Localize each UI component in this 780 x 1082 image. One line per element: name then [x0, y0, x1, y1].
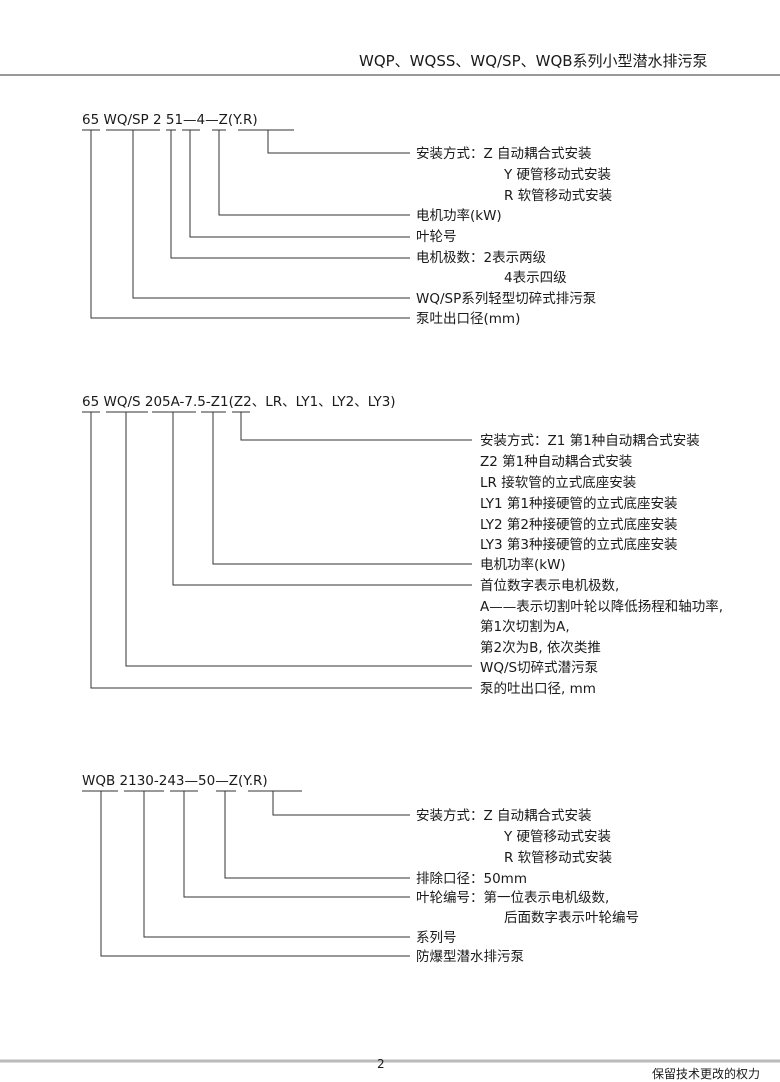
- s2-item-4: LY2 第2种接硬管的立式底座安装: [480, 517, 678, 533]
- s2-item-3: LY1 第1种接硬管的立式底座安装: [480, 496, 678, 512]
- page-number: 2: [377, 1057, 385, 1071]
- s2-item-0: 安装方式：Z1 第1种自动耦合式安装: [480, 433, 700, 449]
- s3-item-4: 叶轮编号：第一位表示电机级数,: [416, 890, 610, 906]
- model-code-2: 65 WQ/S 205A-7.5-Z1(Z2、LR、LY1、LY2、LY3): [82, 394, 396, 410]
- s2-item-9: 第1次切割为A,: [480, 619, 570, 635]
- s1-item-8: 泵吐出口径(mm): [416, 311, 521, 327]
- s3-item-5: 后面数字表示叶轮编号: [504, 910, 639, 926]
- s1-item-0: 安装方式：Z 自动耦合式安装: [416, 146, 592, 162]
- s2-item-11: WQ/S切碎式潜污泵: [480, 660, 599, 676]
- footer-note: 保留技术更改的权力: [652, 1067, 761, 1081]
- model-code-3: WQB 2130-243—50—Z(Y.R): [82, 773, 268, 789]
- s2-item-10: 第2次为B, 依次类推: [480, 640, 601, 656]
- s1-item-5: 电机极数：2表示两级: [416, 250, 547, 266]
- s3-item-1: Y 硬管移动式安装: [504, 829, 612, 845]
- s2-item-5: LY3 第3种接硬管的立式底座安装: [480, 537, 678, 553]
- header-title: WQP、WQSS、WQ/SP、WQB系列小型潜水排污泵: [359, 52, 708, 70]
- s1-item-6: 4表示四级: [504, 270, 567, 286]
- s1-item-7: WQ/SP系列轻型切碎式排污泵: [416, 291, 597, 307]
- s1-item-1: Y 硬管移动式安装: [504, 167, 612, 183]
- s3-item-0: 安装方式：Z 自动耦合式安装: [416, 808, 592, 824]
- s3-item-6: 系列号: [416, 930, 457, 946]
- s2-item-7: 首位数字表示电机极数,: [480, 578, 620, 594]
- s2-item-1: Z2 第1种自动耦合式安装: [480, 454, 633, 470]
- s2-item-2: LR 接软管的立式底座安装: [480, 475, 637, 491]
- s2-item-6: 电机功率(kW): [480, 557, 566, 573]
- s2-item-12: 泵的吐出口径, mm: [480, 681, 596, 697]
- s1-item-2: R 软管移动式安装: [504, 188, 613, 204]
- s1-item-4: 叶轮号: [416, 229, 457, 245]
- s3-item-3: 排除口径：50mm: [416, 871, 527, 887]
- s3-item-7: 防爆型潜水排污泵: [416, 949, 524, 965]
- s2-item-8: A——表示切割叶轮以降低扬程和轴功率,: [480, 599, 724, 615]
- s1-item-3: 电机功率(kW): [416, 208, 502, 224]
- s3-item-2: R 软管移动式安装: [504, 850, 613, 866]
- model-code-1: 65 WQ/SP 2 51—4—Z(Y.R): [82, 112, 258, 128]
